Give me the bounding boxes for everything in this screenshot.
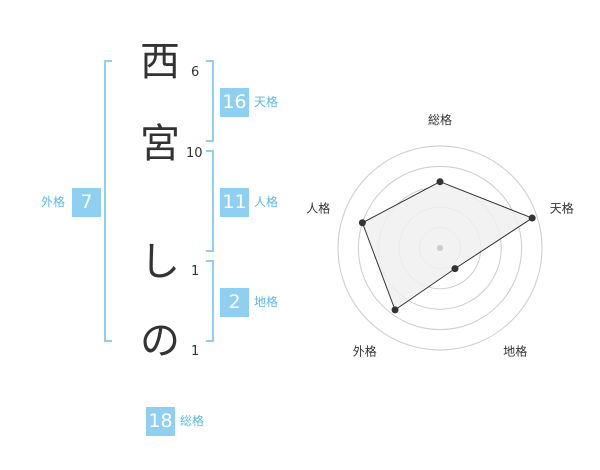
radar-axis-label: 人格 — [306, 200, 330, 215]
radar-axis-label: 天格 — [550, 200, 574, 215]
gaikaku-value: 7 — [72, 188, 101, 217]
chikaku-label: 地格 — [254, 295, 279, 309]
gaikaku-bracket — [104, 60, 112, 342]
radar-axis-label: 外格 — [353, 344, 377, 359]
chikaku-value: 2 — [220, 288, 249, 317]
stroke-count-2: 10 — [186, 146, 203, 161]
jinkaku-bracket — [206, 150, 214, 252]
name-char-1: 西 — [140, 39, 180, 85]
radar-point-4 — [391, 306, 399, 314]
stroke-count-4: 1 — [191, 344, 200, 359]
radar-axis-label: 総格 — [428, 112, 452, 127]
radar-point-3 — [451, 265, 459, 273]
chikaku-bracket — [206, 260, 214, 342]
tenkaku-bracket — [206, 60, 214, 142]
jinkaku-value: 11 — [220, 188, 249, 217]
stroke-count-3: 1 — [191, 264, 200, 279]
soukaku-label: 総格 — [180, 414, 205, 428]
tenkaku-value: 16 — [220, 88, 249, 117]
soukaku-value: 18 — [146, 407, 175, 436]
name-char-4: の — [140, 318, 180, 364]
tenkaku-label: 天格 — [254, 95, 279, 109]
radar-axis-label: 地格 — [503, 344, 527, 359]
stroke-count-1: 6 — [191, 65, 200, 80]
radar-point-1 — [436, 178, 444, 186]
radar-point-2 — [528, 214, 536, 222]
gaikaku-label: 外格 — [41, 195, 66, 209]
radar-polygon — [361, 181, 534, 311]
jinkaku-label: 人格 — [254, 195, 279, 209]
radar-grid-ring — [337, 145, 543, 351]
radar-grid-ring — [357, 165, 523, 331]
name-char-2: 宮 — [140, 121, 180, 167]
name-char-3: し — [140, 239, 180, 285]
radar-point-5 — [358, 219, 366, 227]
radar-center-dot — [437, 245, 443, 251]
